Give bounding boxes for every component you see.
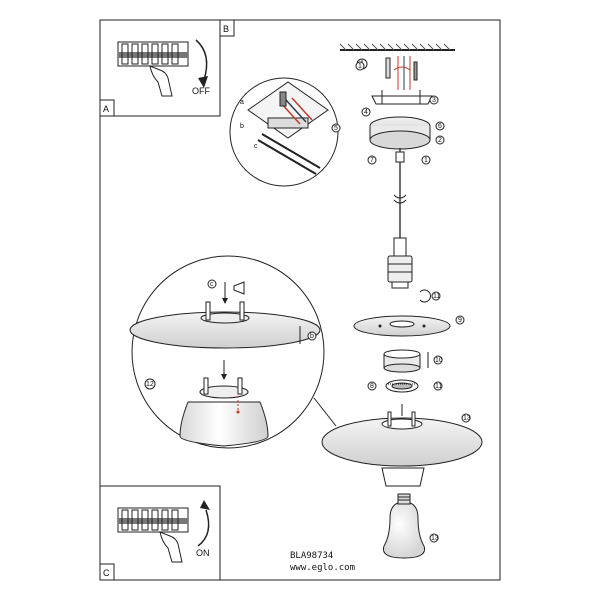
panel-b-label: B [223, 24, 229, 34]
mounting-hardware [356, 56, 418, 90]
socket-ring-step: 11 [419, 289, 441, 303]
step-3-label: 3 [432, 97, 436, 104]
step-8-label: 8 [370, 383, 374, 390]
step-4-label: 4 [364, 109, 368, 116]
step-2-label: 2 [438, 137, 442, 144]
step-1b-label: 1 [424, 157, 428, 164]
detail-b2-label: b [310, 333, 314, 340]
panel-breaker-off: OFF A B [99, 19, 235, 117]
detail-c-label: c [254, 143, 258, 150]
panel-a-label: A [103, 104, 109, 114]
step-6-label: 6 [438, 123, 442, 130]
step-9-label: 9 [458, 317, 462, 324]
step-12-label: 12 [146, 381, 154, 388]
step-10-label: 10 [435, 357, 443, 364]
wiring-detail: a b c 5 [229, 77, 341, 187]
hand-icon-on [159, 531, 183, 563]
step-1-label: 1 [358, 63, 362, 70]
suspension-cable [393, 148, 407, 250]
canopy [369, 116, 431, 150]
screw-icon [233, 281, 245, 295]
brand-url: www.eglo.com [290, 563, 355, 573]
mounting-bracket [371, 90, 433, 105]
on-label: ON [196, 548, 210, 558]
shade-assembly-detail: c b 12 [129, 255, 325, 449]
breaker-strip-icon-on [117, 507, 189, 533]
detail-c2-label: c [210, 281, 214, 288]
step-5-label: 5 [334, 125, 338, 132]
panel-c-label: C [103, 568, 110, 578]
page-frame [99, 19, 501, 581]
breaker-strip-icon [117, 41, 189, 67]
collar-ring: 10 [383, 349, 443, 373]
model-number: BLA98734 [290, 551, 333, 561]
canopy-step-labels: 1 3 4 6 2 7 1 [355, 61, 445, 165]
step-13b-label: 13 [431, 535, 439, 542]
threaded-ring: 8 11 [367, 379, 443, 393]
off-label: OFF [192, 86, 210, 96]
main-shade: 13 [321, 404, 483, 487]
step-11-label: 11 [433, 293, 440, 300]
step-13-label: 13 [463, 415, 471, 422]
hand-icon [149, 65, 173, 97]
step-7-label: 7 [370, 157, 374, 164]
rotate-arrow-icon-on [197, 509, 210, 547]
ceiling [339, 43, 455, 51]
detail-connector [313, 397, 337, 427]
rotate-arrow-icon [195, 39, 208, 81]
detail-a-label: a [240, 99, 244, 106]
lamp-socket [387, 237, 413, 289]
step-11b-label: 11 [435, 383, 442, 390]
detail-b-label: b [240, 123, 244, 130]
light-bulb-icon: 13 [382, 493, 439, 559]
diffuser-plate: 9 [353, 315, 465, 337]
panel-breaker-on: ON C [99, 485, 221, 581]
